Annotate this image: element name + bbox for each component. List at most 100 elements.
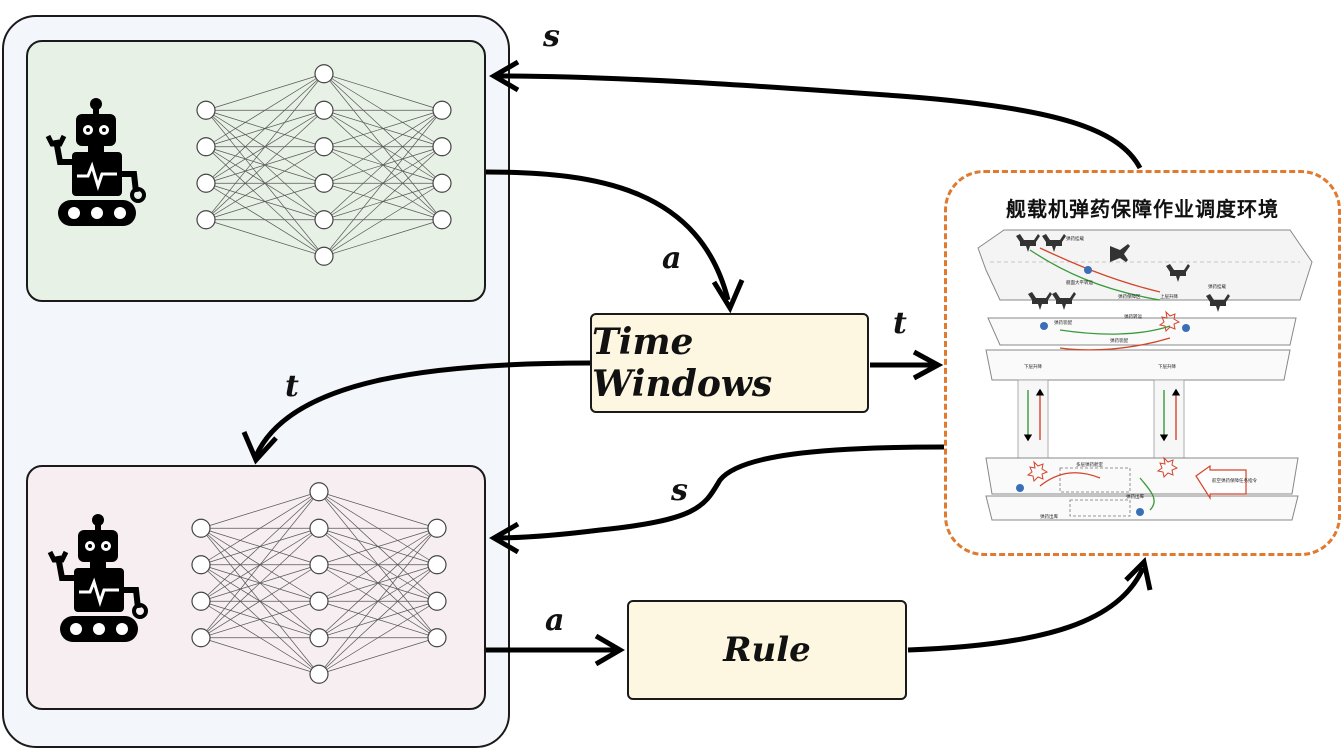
nn-node bbox=[196, 137, 216, 157]
arrow-rule-to-env bbox=[907, 566, 1146, 653]
arrow-a-agent-to-time bbox=[485, 169, 731, 301]
arrowhead-t-right bbox=[912, 349, 944, 381]
label-s-top: s bbox=[543, 19, 560, 54]
nn-edge bbox=[323, 109, 443, 148]
env-label: 航空弹药保障任务指令 bbox=[1212, 477, 1257, 484]
nn-node bbox=[314, 210, 334, 230]
nn-node bbox=[314, 137, 334, 157]
nn-node bbox=[427, 628, 447, 648]
nn-edge bbox=[323, 109, 443, 184]
nn-edge bbox=[318, 527, 438, 566]
env-label: 弹药装配 bbox=[1054, 319, 1072, 326]
nn-node bbox=[314, 246, 334, 266]
nn-node bbox=[196, 173, 216, 193]
nn-edge bbox=[323, 146, 443, 257]
nn-edge bbox=[205, 182, 325, 221]
robot-icon-bottom bbox=[47, 514, 148, 642]
nn-edge bbox=[318, 600, 438, 675]
carrier-illustration: 弹药挂载 舰面大平转运 弹药保障区 上层升降 弹药挂载 弹药装配 弹药转运 弹药… bbox=[977, 229, 1313, 521]
environment-title: 舰载机弹药保障作业调度环境 bbox=[1006, 197, 1279, 221]
nn-edge bbox=[318, 527, 438, 602]
nn-node bbox=[191, 591, 211, 611]
arrowhead-a-top bbox=[711, 279, 745, 314]
nn-node bbox=[309, 518, 329, 538]
nn-edge bbox=[200, 491, 320, 566]
nn-edge bbox=[200, 491, 320, 602]
arrowhead-rule-env bbox=[1124, 556, 1153, 591]
nn-edge bbox=[205, 73, 325, 184]
nn-edge bbox=[200, 564, 320, 639]
nn-node bbox=[309, 591, 329, 611]
nn-node bbox=[314, 173, 334, 193]
nn-node bbox=[309, 555, 329, 575]
rule-box: Rule bbox=[627, 600, 907, 700]
nn-node bbox=[196, 100, 216, 120]
nn-edge bbox=[323, 182, 443, 257]
arrowhead-s-bottom bbox=[489, 521, 520, 555]
nn-edge bbox=[200, 600, 320, 639]
env-label: 弹药出库 bbox=[1126, 493, 1144, 500]
env-label: 弹药出库 bbox=[1040, 513, 1058, 520]
nn-edge bbox=[200, 491, 320, 638]
nn-node bbox=[309, 664, 329, 684]
nn-node bbox=[427, 518, 447, 538]
rule-label: Rule bbox=[723, 630, 811, 670]
nn-edge bbox=[200, 527, 320, 639]
arrowhead-s-top bbox=[489, 59, 520, 93]
label-t-right: t bbox=[893, 306, 907, 341]
nn-node bbox=[191, 518, 211, 538]
time-windows-box: Time Windows bbox=[590, 313, 869, 413]
nn-node bbox=[432, 173, 452, 193]
label-t-left: t bbox=[285, 369, 299, 404]
arrow-s-env-to-agent-top bbox=[493, 73, 1143, 170]
nn-edge bbox=[200, 491, 320, 529]
robot-icon-top bbox=[45, 98, 146, 226]
env-label: 弹药挂载 bbox=[1066, 235, 1084, 242]
nn-node bbox=[432, 137, 452, 157]
arrowhead-t-left bbox=[241, 431, 278, 465]
label-s-bottom: s bbox=[671, 473, 688, 508]
nn-edge bbox=[205, 146, 325, 221]
label-a-bottom: a bbox=[545, 603, 565, 638]
arrowhead-a-bottom bbox=[594, 633, 625, 667]
nn-node bbox=[196, 210, 216, 230]
nn-edge bbox=[323, 219, 443, 257]
nn-edge bbox=[318, 564, 438, 675]
time-windows-label: Time Windows bbox=[592, 321, 773, 405]
nn-node bbox=[432, 210, 452, 230]
nn-edge bbox=[205, 73, 325, 111]
env-label: 舰面大平转运 bbox=[1066, 279, 1093, 286]
env-label: 下层升降 bbox=[1158, 363, 1176, 370]
nn-node bbox=[427, 591, 447, 611]
nn-edge bbox=[205, 219, 325, 257]
nn-edge bbox=[323, 73, 443, 111]
nn-edge bbox=[323, 109, 443, 221]
arrow-t-time-to-agent-bottom bbox=[253, 360, 591, 458]
nn-node bbox=[427, 555, 447, 575]
neural-network-bottom bbox=[191, 482, 447, 684]
nn-edge bbox=[318, 491, 438, 529]
nn-edge bbox=[323, 110, 443, 257]
nn-edge bbox=[318, 528, 438, 675]
nn-node bbox=[191, 555, 211, 575]
nn-edge bbox=[200, 637, 320, 675]
env-label: 弹药装配 bbox=[1110, 337, 1128, 344]
env-label: 上层升降 bbox=[1160, 293, 1178, 300]
nn-node bbox=[191, 628, 211, 648]
nn-edge bbox=[318, 637, 438, 675]
neural-network-top bbox=[196, 64, 452, 266]
nn-edge bbox=[205, 109, 325, 221]
env-label: 弹药挂载 bbox=[1208, 283, 1226, 290]
nn-node bbox=[309, 628, 329, 648]
env-label: 弹药转运 bbox=[1124, 313, 1142, 320]
nn-edge bbox=[205, 73, 325, 148]
nn-node bbox=[432, 100, 452, 120]
env-label: 下层升降 bbox=[1024, 363, 1042, 370]
nn-edge bbox=[205, 73, 325, 220]
nn-node bbox=[314, 100, 334, 120]
nn-node bbox=[309, 482, 329, 502]
nn-edge bbox=[318, 527, 438, 639]
label-a-top: a bbox=[662, 241, 682, 276]
nn-node bbox=[314, 64, 334, 84]
